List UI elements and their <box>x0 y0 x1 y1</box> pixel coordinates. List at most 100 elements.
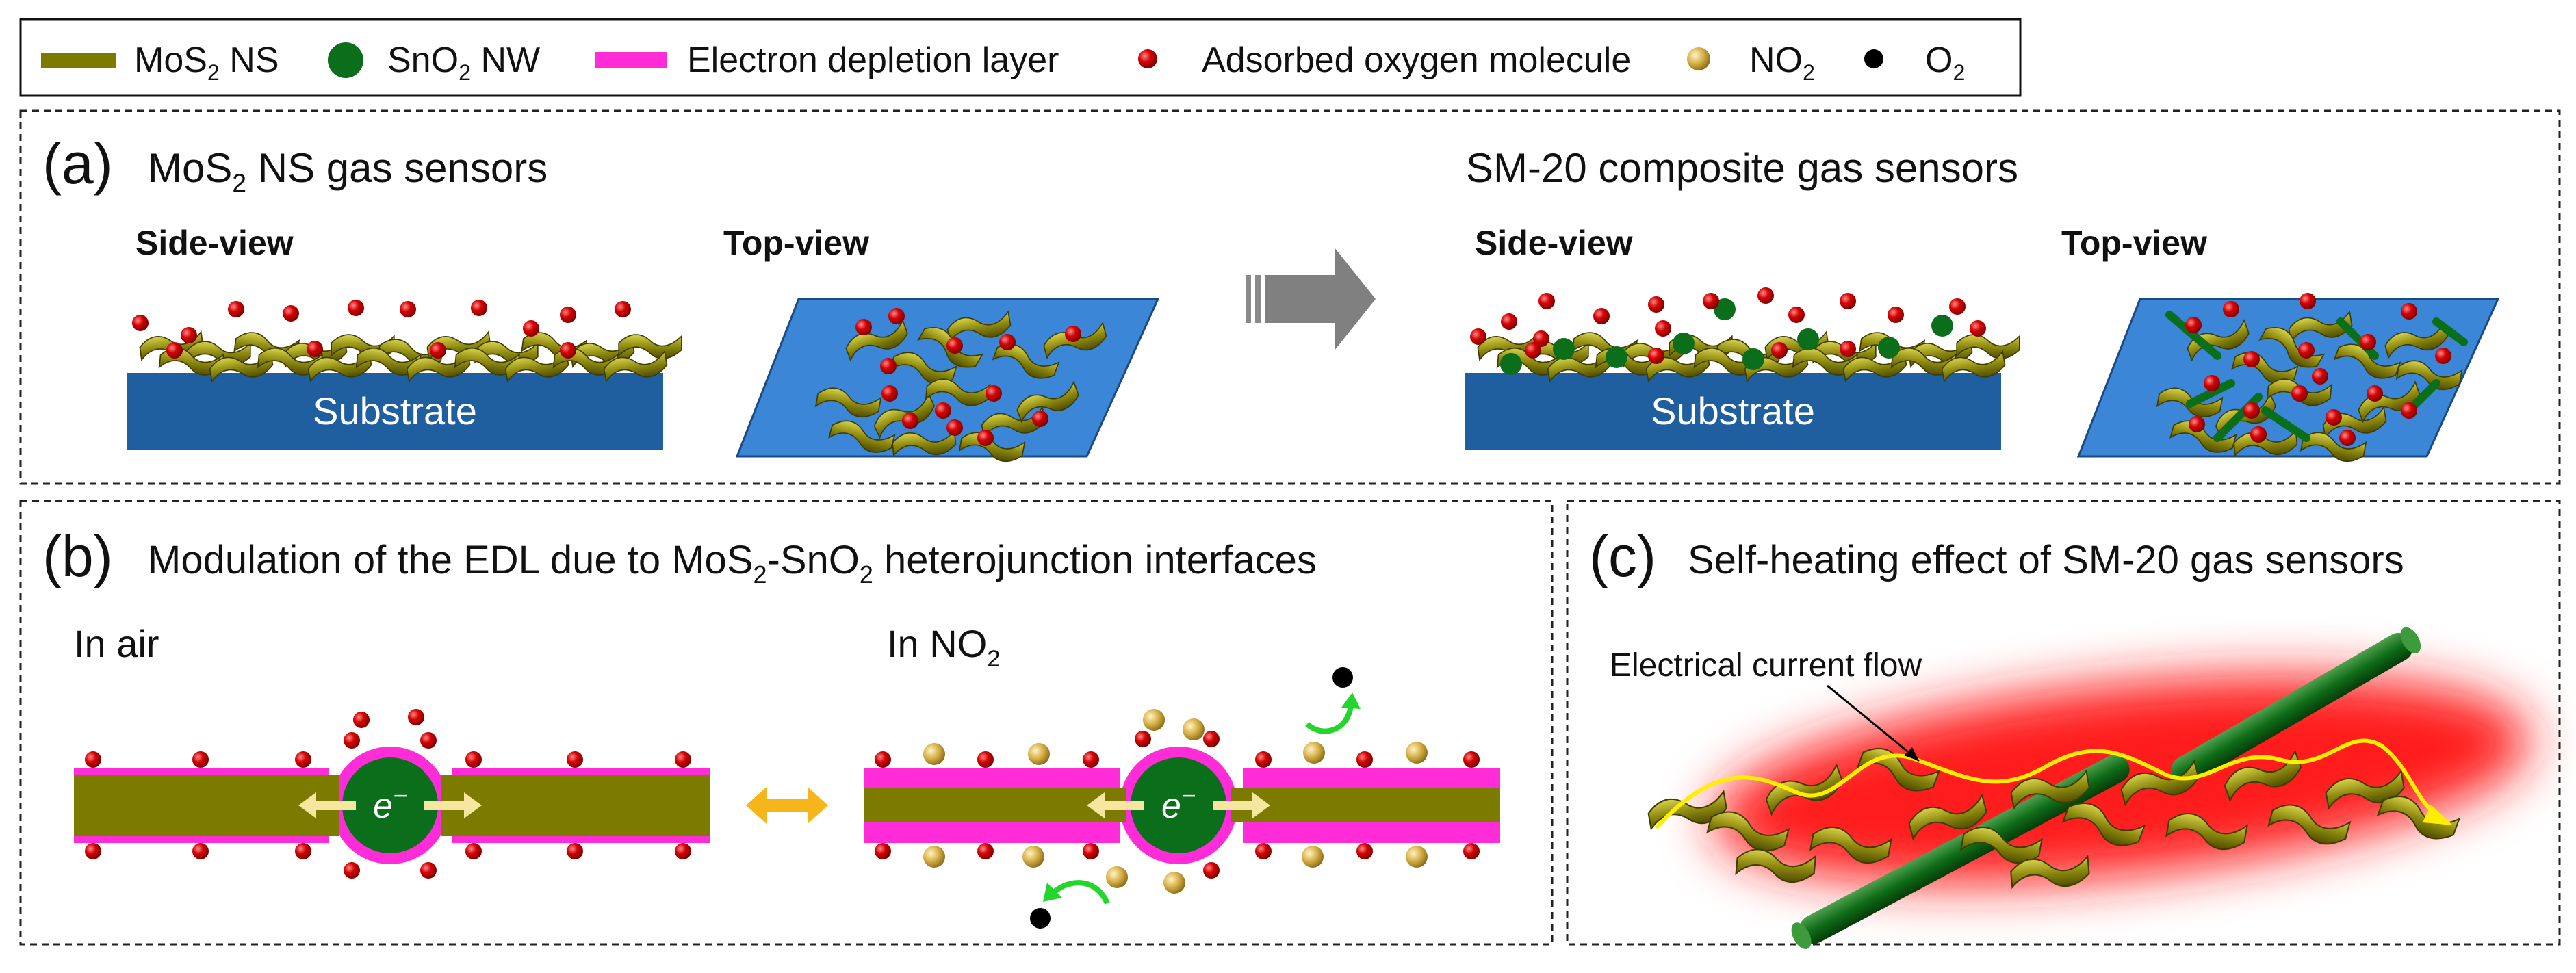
equilibrium-arrow <box>746 787 828 824</box>
oxygen-molecule <box>2223 301 2239 317</box>
panel-b: (b) Modulation of the EDL due to MoS2-Sn… <box>19 500 1554 946</box>
oxygen-molecule <box>400 301 416 317</box>
oxygen-molecule <box>1533 330 1549 347</box>
oxygen-molecule <box>1949 298 1966 315</box>
oxygen-molecule <box>977 430 994 446</box>
sno2-nanowire <box>1797 328 1819 350</box>
no2-and-oxygen-no2 <box>875 709 1480 894</box>
panel-b-label: (b) <box>42 524 113 588</box>
oxygen-molecule <box>935 402 951 419</box>
side-view-label-left: Side-view <box>136 224 294 262</box>
sno2-nanowire <box>1606 346 1627 368</box>
no2-molecule <box>1022 846 1044 868</box>
oxygen-molecule <box>85 751 101 768</box>
no2-molecule <box>923 846 945 868</box>
oxygen-molecule <box>1840 293 1856 309</box>
oxygen-molecule <box>946 419 963 436</box>
oxygen-molecule <box>1648 296 1664 313</box>
o2-release-arrows <box>1030 667 1361 929</box>
transition-arrow <box>1246 248 1376 350</box>
oxygen-molecule <box>2367 385 2383 402</box>
sno2-nanowire <box>2186 379 2235 408</box>
sno2-nanowire <box>2165 311 2221 360</box>
oxygen-molecule <box>567 751 583 768</box>
oxygen-molecule <box>977 843 994 859</box>
electron-symbol-air: e− <box>373 781 407 826</box>
oxygen-molecule <box>1463 843 1480 859</box>
sm20-side-view: Substrate <box>1465 287 2020 450</box>
oxygen-molecule <box>295 843 311 859</box>
oxygen-molecule <box>471 300 487 316</box>
electron-symbol-no2: e− <box>1161 781 1196 826</box>
oxygen-molecule <box>1771 342 1788 359</box>
in-no2-schematic: e− <box>864 667 1500 929</box>
oxygen-molecule <box>567 843 583 859</box>
oxygen-molecule <box>2250 426 2267 443</box>
annotation-leader <box>1827 684 1920 762</box>
oxygen-molecule <box>283 305 299 322</box>
oxygen-molecule <box>875 843 891 859</box>
oxygen-molecule <box>1255 751 1272 768</box>
top-view-label-left: Top-view <box>723 224 869 262</box>
top-view-label-right: Top-view <box>2061 224 2207 262</box>
o2-molecule-top <box>1332 667 1353 688</box>
oxygen-molecule <box>2204 375 2220 391</box>
oxygen-molecule <box>2298 342 2315 359</box>
oxygen-molecule <box>1083 751 1099 768</box>
legend-edl-label: Electron depletion layer <box>687 40 1059 80</box>
oxygen-molecule <box>560 342 576 359</box>
oxygen-molecule <box>1840 341 1856 357</box>
oxygen-molecule <box>430 342 446 359</box>
legend-edl-swatch <box>595 52 667 68</box>
legend-o2-label: O2 <box>1925 40 1965 85</box>
oxygen-molecule <box>1538 293 1555 309</box>
oxygen-molecule <box>2401 303 2417 320</box>
sno2-nanowire <box>2432 317 2468 346</box>
panel-c: (c) Self-heating effect of SM-20 gas sen… <box>1566 500 2561 950</box>
oxygen-molecule <box>977 751 994 768</box>
legend-oxygen-swatch <box>1138 49 1157 68</box>
oxygen-molecule <box>1757 287 1774 304</box>
adsorbed-oxygen-top <box>855 308 1081 446</box>
oxygen-molecule <box>1501 313 1517 330</box>
electron-arrows-air <box>298 792 482 818</box>
panel-b-frame <box>19 500 1554 946</box>
current-arrowhead <box>2423 805 2453 825</box>
oxygen-molecule <box>2243 351 2260 367</box>
legend-sno2-swatch <box>328 42 363 78</box>
oxygen-molecule <box>1970 320 1986 337</box>
oxygen-molecule <box>85 843 101 859</box>
sno2-nanowire <box>1500 353 1522 375</box>
sm20-top-view <box>2076 293 2500 465</box>
mos2-side-view: Substrate <box>127 300 682 450</box>
oxygen-molecule <box>1065 326 1081 342</box>
oxygen-molecule <box>2185 317 2202 333</box>
sno2-nanowire <box>1553 338 1575 360</box>
legend-no2-label: NO2 <box>1749 40 1815 85</box>
no2-molecule <box>1028 743 1050 765</box>
no2-molecule <box>1302 846 1324 868</box>
oxygen-molecule <box>465 843 482 859</box>
oxygen-molecule <box>132 315 149 331</box>
oxygen-molecule <box>675 843 691 859</box>
oxygen-molecule <box>1703 293 1719 309</box>
oxygen-molecule <box>1525 342 1541 359</box>
panel-c-title: Self-heating effect of SM-20 gas sensors <box>1688 538 2404 582</box>
oxygen-molecule <box>2339 430 2356 446</box>
oxygen-molecule <box>1356 751 1373 768</box>
oxygen-molecule <box>523 320 539 337</box>
panel-c-frame <box>1566 500 2561 946</box>
in-air-schematic: e− <box>74 709 710 879</box>
oxygen-molecule <box>192 843 209 859</box>
in-no2-label: In NO2 <box>887 622 1001 672</box>
oxygen-molecule <box>855 319 872 335</box>
oxygen-molecule <box>875 751 891 768</box>
oxygen-molecule <box>1032 411 1048 427</box>
panel-c-label: (c) <box>1589 524 1656 588</box>
sno2-nanowire <box>2261 406 2310 442</box>
panel-a-left-title: MoS2 NS gas sensors <box>148 145 548 197</box>
oxygen-molecule <box>888 308 905 324</box>
sno2-nanowires-side <box>1500 298 1953 375</box>
oxygen-molecule <box>344 732 360 749</box>
